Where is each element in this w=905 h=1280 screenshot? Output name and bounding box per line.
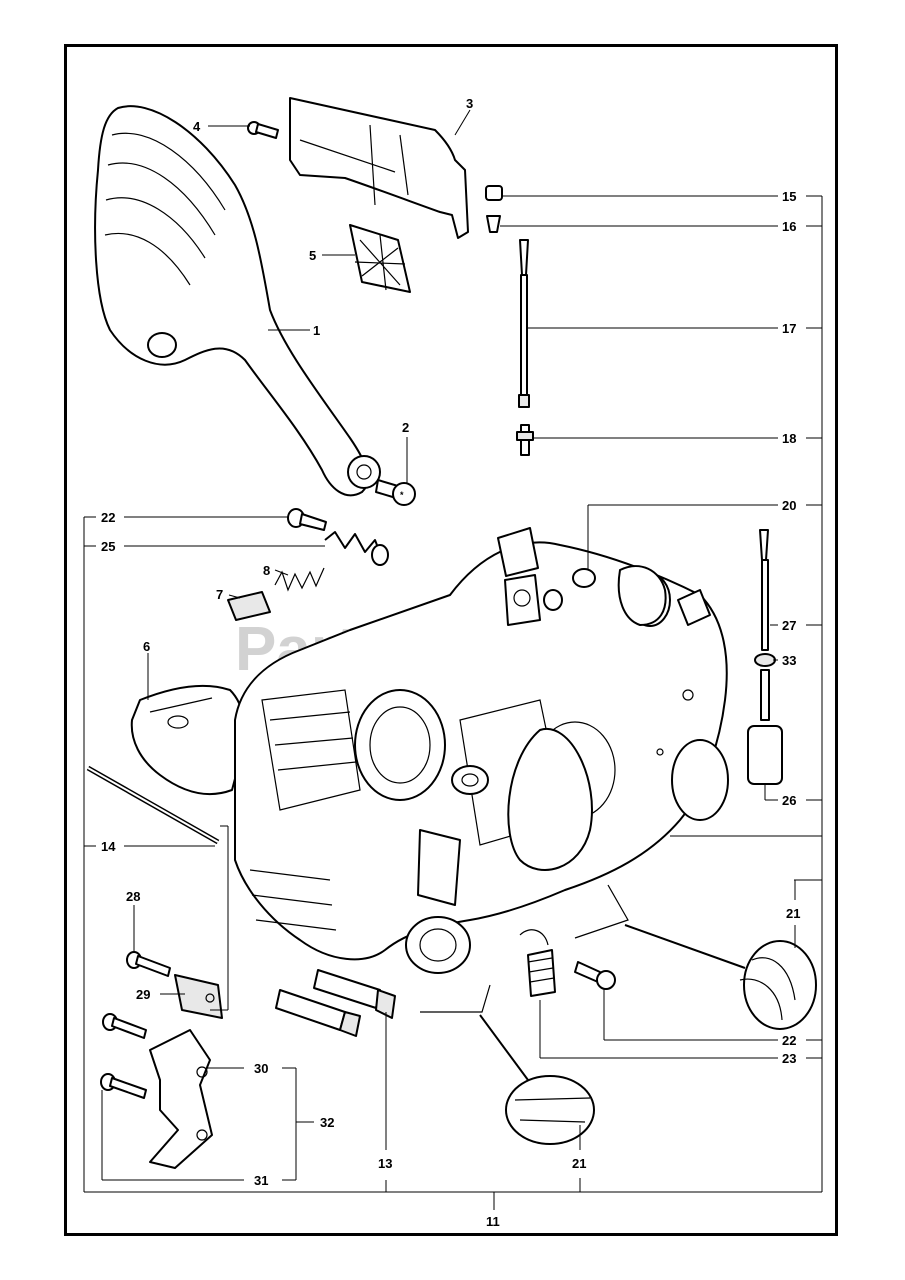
part-30-31-screws [100, 1013, 147, 1099]
part-28-screw [126, 951, 171, 977]
callout-33: 33 [782, 653, 796, 668]
part-11-crankcase [234, 541, 729, 974]
part-6-plate [130, 684, 246, 795]
callout-14: 14 [101, 839, 116, 854]
part-26-fuel-filter [747, 669, 783, 785]
callout-1: 1 [313, 323, 320, 338]
callout-17: 17 [782, 321, 796, 336]
part-15-cap [485, 185, 503, 201]
callout-13: 13 [378, 1156, 392, 1171]
part-14-rod [86, 765, 220, 845]
callout-11: 11 [486, 1214, 500, 1229]
part-2-screw: * [375, 479, 416, 506]
callout-18: 18 [782, 431, 796, 446]
callout-8: 8 [263, 563, 270, 578]
callout-15: 15 [782, 189, 796, 204]
part-4-screw [247, 121, 279, 139]
callout-22-lower: 22 [782, 1033, 796, 1048]
callout-2: 2 [402, 420, 409, 435]
callout-29: 29 [136, 987, 150, 1002]
part-21-fuel-cap-bottom [420, 984, 595, 1145]
callout-32: 32 [320, 1115, 334, 1130]
part-25-spring [324, 531, 389, 566]
callout-7: 7 [216, 587, 223, 602]
part-1-front-handguard [94, 105, 381, 497]
callout-31: 31 [254, 1173, 268, 1188]
svg-text:*: * [400, 490, 404, 500]
part-18-fitting [516, 424, 534, 456]
part-7-block [227, 591, 271, 621]
part-housing-top [497, 527, 711, 626]
callout-27: 27 [782, 618, 796, 633]
part-17-tube [518, 239, 530, 408]
callout-16: 16 [782, 219, 796, 234]
callout-3: 3 [466, 96, 473, 111]
callout-5: 5 [309, 248, 316, 263]
part-5-filter-pad [349, 224, 411, 293]
callout-21-right: 21 [786, 906, 800, 921]
part-27-hose [759, 529, 769, 651]
part-20-bushing [572, 568, 596, 588]
callout-30: 30 [254, 1061, 268, 1076]
callout-28: 28 [126, 889, 140, 904]
callout-20: 20 [782, 498, 796, 513]
part-23-spring [519, 929, 556, 997]
callout-21-bottom: 21 [572, 1156, 586, 1171]
part-33-clamp [754, 653, 776, 667]
callout-labels: 1 2 3 4 5 6 7 8 11 13 14 15 16 17 18 20 … [101, 96, 800, 1229]
callout-4: 4 [193, 119, 201, 134]
callout-22-upper: 22 [101, 510, 115, 525]
callout-25: 25 [101, 539, 115, 554]
leader-lines [83, 109, 823, 1210]
part-13-bolts [275, 969, 396, 1037]
part-29-block [174, 974, 223, 1019]
diagram-frame [64, 44, 838, 1236]
part-3-cover [289, 97, 469, 239]
callout-26: 26 [782, 793, 796, 808]
part-21-fuel-cap-right [574, 884, 817, 1030]
part-16-grommet [486, 215, 501, 233]
callout-23: 23 [782, 1051, 796, 1066]
part-32-bracket [149, 1029, 213, 1169]
part-22-screw-lower [574, 961, 616, 990]
callout-6: 6 [143, 639, 150, 654]
part-8-spring [274, 567, 325, 592]
part-22-screw-upper [287, 508, 327, 531]
